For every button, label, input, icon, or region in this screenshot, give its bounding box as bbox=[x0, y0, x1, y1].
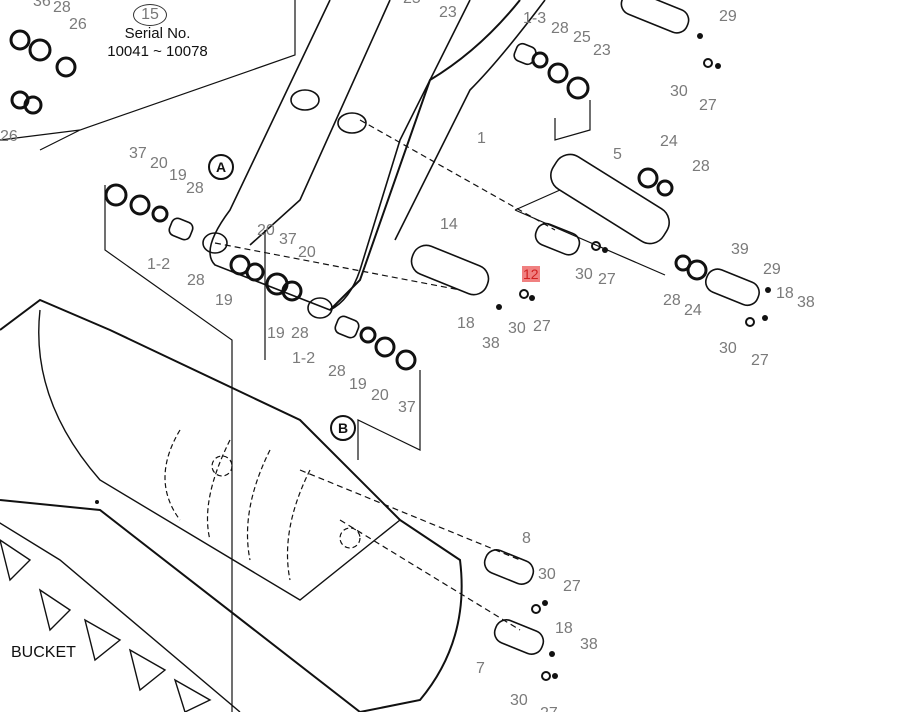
part-label: 30 bbox=[575, 266, 593, 283]
lift-arm bbox=[209, 0, 471, 311]
part-label: 24 bbox=[660, 133, 678, 150]
part-label: 27 bbox=[751, 352, 769, 369]
part-label: 19 bbox=[267, 325, 285, 342]
part-label: 27 bbox=[563, 578, 581, 595]
part-label: 19 bbox=[169, 167, 187, 184]
pin-8 bbox=[483, 549, 535, 585]
part-label: 19 bbox=[349, 376, 367, 393]
part-label: 25 bbox=[403, 0, 421, 7]
part-label: 28 bbox=[186, 180, 204, 197]
part-label: 19 bbox=[215, 292, 233, 309]
part-label: 27 bbox=[598, 271, 616, 288]
part-label: 20 bbox=[150, 155, 168, 172]
part-label: 1-3 bbox=[523, 10, 547, 27]
part-label: 36 bbox=[33, 0, 51, 10]
part-label: 1-2 bbox=[147, 256, 171, 273]
part-label: 28 bbox=[187, 272, 205, 289]
pin-14 bbox=[410, 244, 490, 296]
part-label: 24 bbox=[684, 302, 702, 319]
part-label: 7 bbox=[476, 660, 485, 677]
part-label: 25 bbox=[573, 29, 591, 46]
part-label: 5 bbox=[613, 146, 622, 163]
part-label: 27 bbox=[699, 97, 717, 114]
part-label: 28 bbox=[328, 363, 346, 380]
part-label: 37 bbox=[129, 145, 147, 162]
part-label: 28 bbox=[291, 325, 309, 342]
part-label: 23 bbox=[439, 4, 457, 21]
part-label: 37 bbox=[398, 399, 416, 416]
part-label: 38 bbox=[580, 636, 598, 653]
part-label: 18 bbox=[555, 620, 573, 637]
part-label: 30 bbox=[670, 83, 688, 100]
part-label: 8 bbox=[522, 530, 531, 547]
part-label: 26 bbox=[69, 16, 87, 33]
part-label: 30 bbox=[508, 320, 526, 337]
part-label: 20 bbox=[298, 244, 316, 261]
serial-range: 10041 ~ 10078 bbox=[107, 43, 208, 60]
part-label: 14 bbox=[440, 216, 458, 233]
part-label: 38 bbox=[797, 294, 815, 311]
serial-title: Serial No. bbox=[124, 25, 191, 42]
part-label: 20 bbox=[371, 387, 389, 404]
part-label: 26 bbox=[0, 128, 18, 145]
part-label: 39 bbox=[731, 241, 749, 258]
part-label: 18 bbox=[776, 285, 794, 302]
bucket-outline bbox=[0, 298, 463, 712]
lift-arm-right bbox=[329, 0, 521, 311]
part-label: 30 bbox=[719, 340, 737, 357]
pin-7 bbox=[493, 619, 545, 655]
part-label: 20 bbox=[257, 222, 275, 239]
part-label: 30 bbox=[510, 692, 528, 709]
pin-39 bbox=[704, 268, 760, 307]
part-label: 29 bbox=[719, 8, 737, 25]
part-label: 23 bbox=[593, 42, 611, 59]
part-label: 38 bbox=[482, 335, 500, 352]
part-label: 27 bbox=[540, 706, 558, 712]
pin-12 bbox=[534, 222, 581, 256]
part-label-highlighted[interactable]: 12 bbox=[522, 266, 540, 282]
pin-29 bbox=[620, 0, 690, 34]
part-label: 37 bbox=[279, 231, 297, 248]
part-label: 28 bbox=[551, 20, 569, 37]
part-label: 27 bbox=[533, 318, 551, 335]
lift-arm bbox=[249, 0, 391, 246]
bucket-teeth bbox=[0, 522, 241, 712]
part-label: 29 bbox=[763, 261, 781, 278]
part-label: 28 bbox=[692, 158, 710, 175]
serial-ref-badge: 15 bbox=[133, 4, 167, 26]
cylinder-5 bbox=[550, 153, 670, 245]
part-label: 28 bbox=[53, 0, 71, 16]
part-label: 30 bbox=[538, 566, 556, 583]
bucket-caption: BUCKET bbox=[11, 644, 76, 661]
part-label: 1 bbox=[477, 130, 486, 147]
part-label: 1-2 bbox=[292, 350, 316, 367]
part-label: 18 bbox=[457, 315, 475, 332]
callout-a: A bbox=[208, 154, 234, 180]
callout-b: B bbox=[330, 415, 356, 441]
part-label: 28 bbox=[663, 292, 681, 309]
